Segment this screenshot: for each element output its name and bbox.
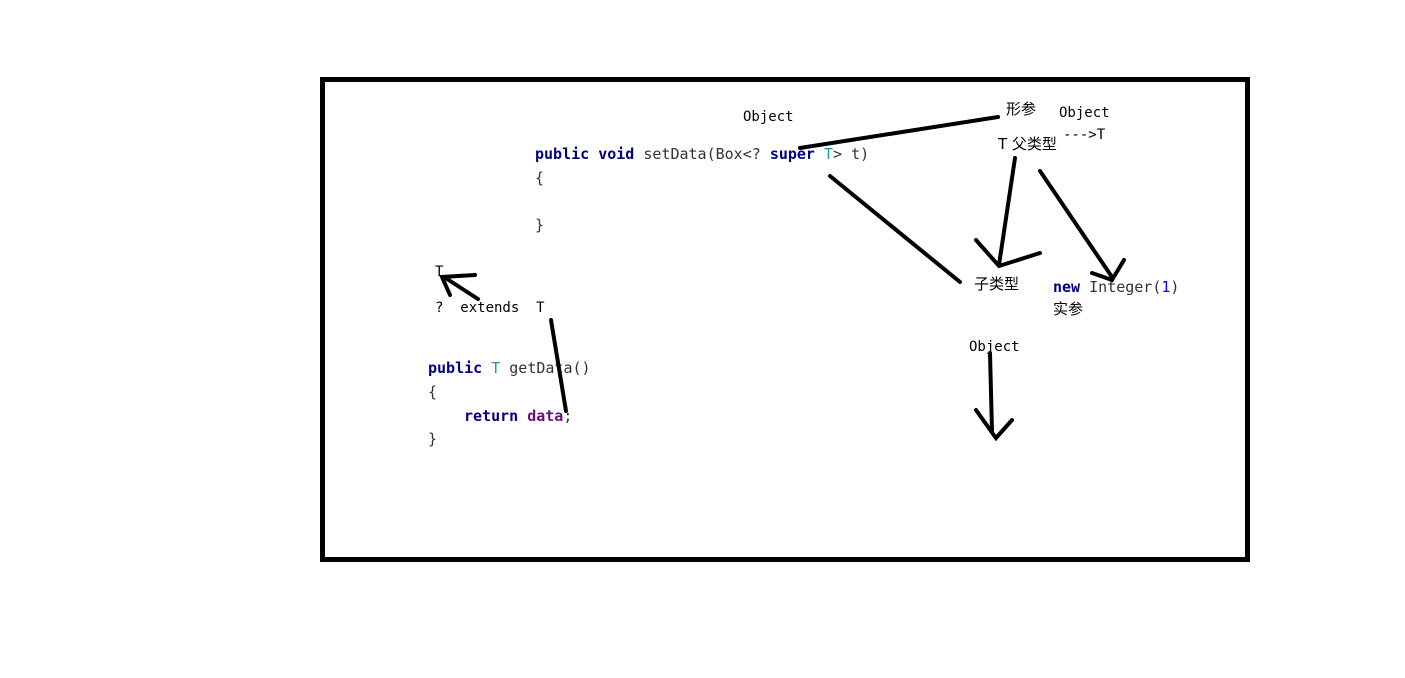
setdata-brace-close: } <box>535 216 545 234</box>
field-data: data <box>527 407 564 425</box>
setdata-signature: public void setData(Box<? super T> t) <box>535 145 869 163</box>
semicolon: ; <box>563 407 573 425</box>
getdata-method: getData() <box>500 359 591 377</box>
keyword-super: super <box>769 145 815 163</box>
getdata-brace-open: { <box>428 383 438 401</box>
diagram-frame <box>320 77 1250 562</box>
setdata-brace-open: { <box>535 169 545 187</box>
note-arrow-t: --->T <box>1063 127 1106 143</box>
getdata-signature: public T getData() <box>428 359 591 377</box>
setdata-param-end: > t) <box>833 145 870 163</box>
keyword-public: public <box>535 145 590 163</box>
note-extends-expr: ? extends T <box>435 300 545 316</box>
integer-arg: 1 <box>1161 278 1171 296</box>
note-object-bottom: Object <box>969 339 1020 355</box>
setdata-method: setData(Box<? <box>643 145 770 163</box>
note-actual-param: 实参 <box>1053 300 1084 318</box>
note-t-small: T <box>435 264 444 280</box>
note-new-integer: new Integer(1) <box>1053 278 1179 296</box>
getdata-brace-close: } <box>428 430 438 448</box>
note-subtype: 子类型 <box>974 275 1020 293</box>
note-formal-param: 形参 <box>1006 100 1037 118</box>
type-param-t: T <box>824 145 834 163</box>
type-param-t: T <box>491 359 501 377</box>
keyword-void: void <box>598 145 635 163</box>
note-t-parent-type: T 父类型 <box>998 135 1057 153</box>
integer-close: ) <box>1170 278 1180 296</box>
note-object-top: Object <box>743 109 794 125</box>
getdata-return-line: return data; <box>464 407 572 425</box>
keyword-return: return <box>464 407 519 425</box>
note-object-right: Object <box>1059 105 1110 121</box>
keyword-public: public <box>428 359 483 377</box>
keyword-new: new <box>1053 278 1081 296</box>
integer-call: Integer( <box>1080 278 1162 296</box>
